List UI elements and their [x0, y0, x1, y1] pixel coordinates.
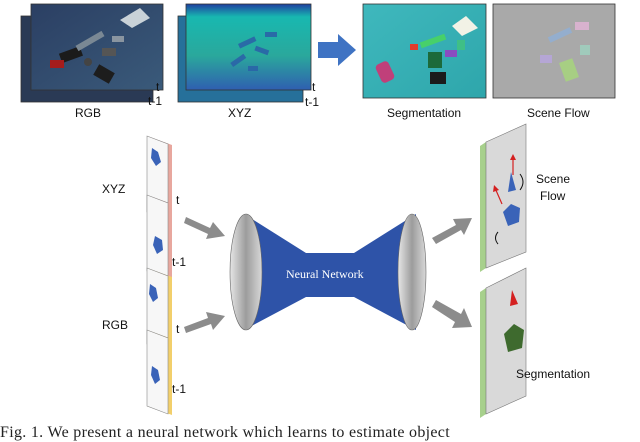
segmentation-top-label: Segmentation — [387, 106, 462, 120]
rgb-input-t — [146, 267, 172, 353]
blue-polygon-3d — [503, 204, 520, 226]
output-arrow — [318, 34, 356, 66]
rgb-input-label: RGB — [102, 318, 129, 332]
segmentation-output-frame — [480, 267, 527, 418]
xyz-input-t1 — [146, 194, 172, 280]
rgb-frame-stack — [20, 3, 164, 103]
xyz-stack-label: XYZ — [228, 106, 252, 120]
neural-network-block — [229, 213, 427, 331]
rgb-stack-label: RGB — [75, 106, 102, 120]
figure-caption: Fig. 1. We present a neural network whic… — [0, 424, 450, 441]
rgb-input-t1-label: t-1 — [172, 382, 187, 396]
segmentation-output-arrow — [432, 300, 472, 328]
overview-diagram — [20, 3, 616, 418]
xyz-input-arrow — [184, 217, 225, 239]
rgb-objects — [50, 8, 150, 84]
neural-network-label: Neural Network — [286, 267, 364, 281]
xyz-frame-t — [185, 3, 312, 91]
green-polygon — [504, 324, 524, 352]
rgb-t-label: t — [156, 80, 160, 94]
scene-flow-output-arrow — [432, 218, 472, 244]
xyz-input-t1-label: t-1 — [172, 255, 187, 269]
scene-flow-output-frame — [480, 123, 527, 272]
scene-flow-label-line2: Flow — [540, 189, 566, 203]
xyz-input-label: XYZ — [102, 182, 126, 196]
blue-polygon-small — [151, 148, 161, 166]
rgb-input-t1 — [146, 329, 172, 415]
rgb-input-t-label: t — [176, 322, 180, 336]
xyz-t-label: t — [312, 80, 316, 94]
xyz-objects — [230, 32, 277, 71]
scene-flow-output-image — [492, 3, 616, 99]
xyz-t1-label: t-1 — [305, 95, 320, 109]
red-arrowhead-icon — [510, 154, 516, 160]
scene-flow-top-label: Scene Flow — [527, 106, 590, 120]
scene-flow-label-line1: Scene — [536, 172, 571, 186]
xyz-frame-stack — [177, 3, 312, 103]
rgb-t1-label: t-1 — [148, 94, 163, 108]
segmentation-bottom-label: Segmentation — [516, 367, 591, 381]
rgb-input-arrow — [184, 312, 225, 333]
xyz-input-t-label: t — [176, 193, 180, 207]
segmentation-output-image — [362, 3, 487, 99]
